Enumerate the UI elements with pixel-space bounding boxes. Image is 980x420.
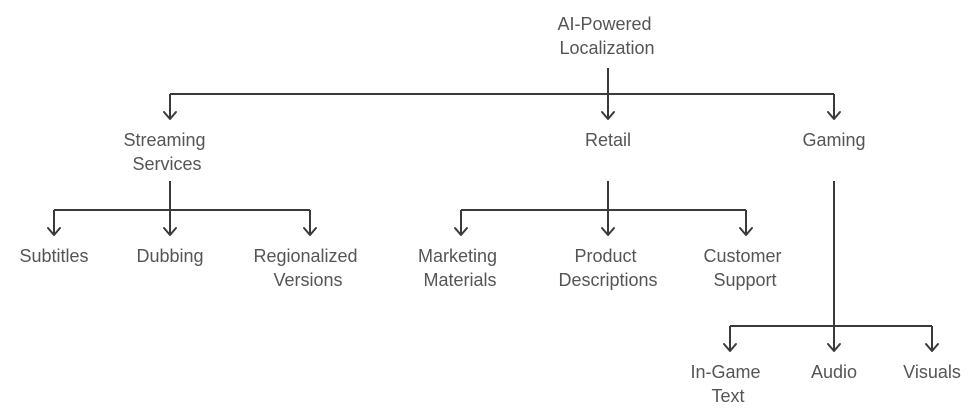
node-visuals: Visuals	[903, 362, 961, 382]
node-ingame-line-2: Text	[711, 386, 744, 406]
node-regionalized-versions: Regionalized Versions	[253, 246, 362, 290]
node-streaming-line-1: Streaming	[123, 130, 205, 150]
node-ingame-line-1: In-Game	[690, 362, 760, 382]
node-marketing-line-2: Materials	[423, 270, 496, 290]
node-gaming: Gaming	[802, 130, 865, 150]
node-audio-line-1: Audio	[811, 362, 857, 382]
node-gaming-line-1: Gaming	[802, 130, 865, 150]
node-streaming-line-2: Services	[132, 154, 201, 174]
node-retail: Retail	[585, 130, 631, 150]
arrowhead-streaming	[163, 111, 177, 120]
arrowhead-ingame	[723, 343, 737, 352]
node-customer-support: Customer Support	[703, 246, 786, 290]
node-root-line-2: Localization	[559, 38, 654, 58]
arrowhead-customer	[739, 227, 753, 236]
arrowhead-marketing	[454, 227, 468, 236]
node-dubbing: Dubbing	[136, 246, 203, 266]
node-subtitles-line-1: Subtitles	[19, 246, 88, 266]
arrowhead-gaming	[827, 111, 841, 120]
node-audio: Audio	[811, 362, 857, 382]
node-root: AI-Powered Localization	[557, 14, 656, 58]
node-customer-line-2: Support	[713, 270, 776, 290]
nodes: AI-Powered Localization Streaming Servic…	[19, 14, 960, 406]
node-streaming-services: Streaming Services	[123, 130, 210, 174]
edges	[47, 68, 939, 352]
arrowhead-audio	[827, 343, 841, 352]
node-subtitles: Subtitles	[19, 246, 88, 266]
arrowhead-product	[601, 227, 615, 236]
node-customer-line-1: Customer	[703, 246, 781, 266]
node-in-game-text: In-Game Text	[690, 362, 765, 406]
arrowhead-subtitles	[47, 227, 61, 236]
node-regionalized-line-1: Regionalized	[253, 246, 357, 266]
node-regionalized-line-2: Versions	[273, 270, 342, 290]
node-marketing-line-1: Marketing	[418, 246, 497, 266]
node-product-descriptions: Product Descriptions	[558, 246, 657, 290]
node-visuals-line-1: Visuals	[903, 362, 961, 382]
node-retail-line-1: Retail	[585, 130, 631, 150]
arrowhead-visuals	[925, 343, 939, 352]
arrowhead-retail	[601, 111, 615, 120]
node-product-line-2: Descriptions	[558, 270, 657, 290]
node-dubbing-line-1: Dubbing	[136, 246, 203, 266]
node-marketing-materials: Marketing Materials	[418, 246, 502, 290]
node-root-line-1: AI-Powered	[557, 14, 651, 34]
node-product-line-1: Product	[574, 246, 636, 266]
arrowhead-dubbing	[163, 227, 177, 236]
arrowhead-regionalized	[303, 227, 317, 236]
